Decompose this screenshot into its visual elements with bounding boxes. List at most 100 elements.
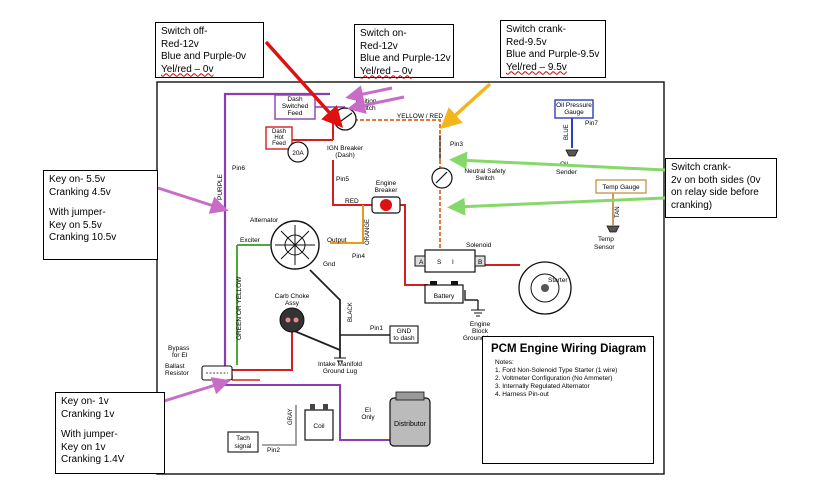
bypass-label-1: Bypass — [168, 345, 190, 352]
solenoid-label: Solenoid — [466, 242, 492, 249]
dash-switched-feed-box — [274, 94, 316, 120]
tach-signal-label-1: Tach — [236, 435, 250, 442]
dash-hot-feed-label-3: Feed — [272, 141, 286, 147]
ign-breaker-label-1: IGN Breaker — [327, 145, 364, 152]
ei-only-label-1: EI — [365, 407, 371, 414]
orange-wire-label: ORANGE — [365, 219, 371, 245]
note-key-bottom-line-6: Cranking 1.4V — [61, 454, 125, 465]
note-switch-off-line-3: Blue and Purple-0v — [161, 51, 247, 62]
note-switch-on-line-4: Yel/red – 0v — [360, 65, 413, 77]
output-label: Output — [327, 237, 347, 244]
note-2: 2. Voltmeter Configuration (No Ammeter) — [495, 375, 613, 382]
green-annotation-arrow-2 — [447, 196, 666, 216]
carb-choke-label-2: Assy — [285, 300, 300, 307]
exciter-label: Exciter — [240, 237, 261, 244]
note-switch-off-line-2: Red-12v — [161, 38, 199, 50]
intake-ground-icon — [334, 357, 346, 362]
dash-switched-feed-label-1: Dash — [287, 96, 303, 103]
green-wire-label: GREEN OR YELLOW — [236, 276, 243, 340]
notes-header: Notes: — [495, 359, 514, 366]
carb-choke-terminal-2 — [293, 317, 299, 323]
dash-hot-feed-box — [265, 126, 293, 150]
coil-terminal-2 — [323, 404, 328, 410]
tan-wire-label: TAN — [615, 206, 621, 218]
green-wire — [236, 244, 270, 365]
ballast-label-2: Resistor — [165, 370, 190, 377]
tach-signal-label-2: signal — [235, 443, 253, 450]
red-wire-label: RED — [345, 198, 359, 205]
oil-pressure-gauge-box — [554, 99, 594, 119]
oil-sender-icon — [565, 149, 579, 157]
note-switch-crank-right: Switch crank- 2v on both sides (0v on re… — [665, 158, 777, 218]
dash-switched-feed-label-2: Switched — [282, 103, 309, 110]
note-crank-right-line-3: on relay side before — [671, 187, 759, 198]
carb-choke-terminal-1 — [285, 317, 291, 323]
pin6-label: Pin6 — [232, 165, 245, 172]
solenoid-term-a: A — [419, 259, 424, 266]
engine-ground-label-3: Ground Lug — [463, 335, 498, 342]
note-key-left-line-2: Cranking 4.5v — [49, 186, 111, 198]
pin7-label: Pin7 — [585, 120, 598, 127]
note-crank-right-line-1: Switch crank- — [671, 162, 732, 173]
solenoid-terminal-b — [474, 255, 486, 267]
pin1-label: Pin1 — [370, 325, 383, 332]
yellow-red-wire-label: YELLOW / RED — [397, 113, 444, 120]
ignition-switch-icon — [333, 107, 357, 131]
note-switch-on-line-2: Red-12v — [360, 40, 398, 52]
alternator-label: Alternator — [250, 217, 279, 224]
note-key-left-line-5: Key on 5.5v — [49, 219, 102, 231]
neutral-safety-switch-icon — [431, 167, 453, 189]
solenoid-term-b: B — [478, 259, 482, 266]
starter-hub-icon — [541, 284, 549, 292]
solenoid-term-s: S — [437, 259, 442, 266]
tach-signal-box — [227, 431, 259, 453]
dash-hot-feed-label-1: Dash — [272, 129, 286, 135]
notes-list: Notes: 1. Ford Non-Solenoid Type Starter… — [495, 359, 653, 399]
ei-only-label-2: Only — [361, 414, 375, 421]
note-key-on-bottom: Key on- 1v Cranking 1v With jumper- Key … — [55, 392, 165, 474]
battery-box — [424, 284, 464, 304]
ign-breaker-value: 20A — [292, 150, 304, 157]
engine-ground-label-2: Block — [472, 328, 489, 335]
legend-box: PCM Engine Wiring Diagram Notes: 1. Ford… — [482, 336, 654, 464]
note-switch-crank-top: Switch crank- Red-9.5v Blue and Purple-9… — [500, 20, 606, 78]
pin4-label: Pin4 — [352, 253, 365, 260]
black-wire — [291, 269, 341, 358]
note-key-left-line-6: Cranking 10.5v — [49, 232, 117, 243]
note-crank-top-line-4: Yel/red – 9.5v — [506, 61, 567, 73]
note-switch-on: Switch on- Red-12v Blue and Purple-12v Y… — [354, 24, 454, 78]
ign-breaker-icon — [287, 141, 309, 163]
purple-annotation-arrow-2 — [347, 95, 405, 114]
neutral-safety-switch-contact — [435, 171, 448, 184]
coil-terminal-1 — [310, 404, 315, 410]
gray-wire-label: GRAY — [288, 408, 294, 425]
yellow-annotation-arrow — [440, 82, 492, 130]
note-key-left-line-4: With jumper- — [49, 207, 106, 218]
note-key-bottom-line-4: With jumper- — [61, 429, 118, 440]
neutral-safety-switch-label-1: Neutral Safety — [464, 168, 506, 175]
note-crank-top-line-1: Switch crank- — [506, 24, 567, 35]
temp-gauge-box — [595, 179, 647, 194]
distributor-label: Distributor — [394, 421, 427, 428]
note-key-on-left: Key on- 5.5v Cranking 4.5v With jumper- … — [43, 170, 158, 260]
red-wire-choke — [232, 315, 293, 371]
ign-breaker-label-2: (Dash) — [335, 152, 355, 159]
purple-wire-label: PURPLE — [217, 173, 224, 200]
note-switch-on-line-1: Switch on- — [360, 28, 407, 39]
black-wire-engine-gnd — [464, 290, 479, 310]
intake-ground-label-2: Ground Lug — [323, 368, 358, 375]
coil-box — [304, 409, 334, 441]
dash-switched-feed-label-3: Feed — [288, 110, 303, 117]
black-wire-label: BLACK — [348, 302, 354, 322]
engine-ground-label-1: Engine — [470, 321, 491, 328]
oil-pressure-gauge-label-2: Gauge — [564, 109, 584, 116]
temp-sensor-label-1: Temp — [598, 236, 614, 243]
note-key-bottom-line-2: Cranking 1v — [61, 408, 115, 420]
note-switch-on-line-3: Blue and Purple-12v — [360, 53, 451, 64]
pin5-label: Pin5 — [336, 176, 349, 183]
note-switch-off: Switch off- Red-12v Blue and Purple-0v Y… — [155, 22, 264, 78]
pin3-label: Pin3 — [450, 141, 463, 148]
red-annotation-arrow — [264, 40, 344, 128]
temp-gauge-label: Temp Gauge — [602, 184, 640, 191]
battery-terminal-neg — [451, 281, 458, 285]
